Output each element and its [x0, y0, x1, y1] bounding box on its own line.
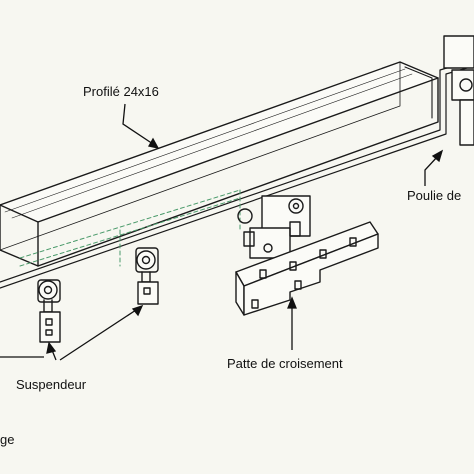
label-hanger: Suspendeur — [16, 377, 87, 392]
rail-profile — [0, 61, 439, 267]
pulley-unit — [443, 35, 474, 146]
crossing-tab — [235, 221, 379, 316]
label-crossing-tab: Patte de croisement — [227, 356, 343, 371]
leader-arrows — [0, 103, 444, 361]
label-bottom-fragment: ge — [0, 432, 15, 447]
label-profile: Profilé 24x16 — [83, 84, 159, 99]
dashed-guide — [19, 189, 241, 267]
hanger-2 — [135, 247, 159, 305]
label-pulley: Poulie de — [407, 188, 462, 203]
hanger-1 — [37, 279, 61, 343]
trolley — [237, 195, 311, 259]
